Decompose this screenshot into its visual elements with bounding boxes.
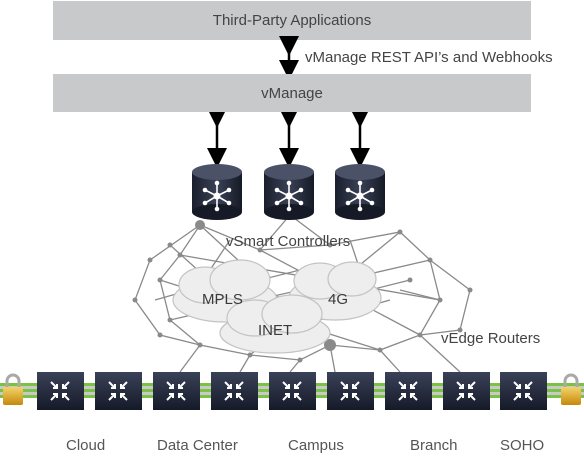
site-label-cloud: Cloud xyxy=(66,437,106,454)
vsmart-controller-3 xyxy=(335,164,385,220)
fourg-cloud xyxy=(288,261,382,321)
inet-label: INET xyxy=(258,322,293,339)
site-label-data-center: Data Center xyxy=(157,437,238,454)
site-label-branch: Branch xyxy=(410,437,458,454)
vedge-router-6 xyxy=(327,372,374,410)
vsmart-controller-1 xyxy=(192,164,242,220)
api-label: vManage REST API’s and Webhooks xyxy=(305,49,553,66)
vedge-router-4 xyxy=(211,372,258,410)
vsmart-controller-2 xyxy=(264,164,314,220)
vmanage-label: vManage xyxy=(261,84,323,102)
vedge-router-3 xyxy=(153,372,200,410)
site-label-soho: SOHO xyxy=(500,437,545,454)
vedge-routers-label: vEdge Routers xyxy=(441,330,541,347)
vsmart-controllers-label: vSmart Controllers xyxy=(226,233,351,250)
lock-icon-left xyxy=(3,373,23,405)
third-party-applications-bar: Third-Party Applications xyxy=(53,1,531,40)
vmanage-bar: vManage xyxy=(53,74,531,112)
mpls-cloud xyxy=(172,259,278,323)
lock-icon-right xyxy=(561,373,581,405)
vedge-router-2 xyxy=(95,372,142,410)
fourg-label: 4G xyxy=(328,291,349,308)
vedge-router-8 xyxy=(443,372,490,410)
site-label-campus: Campus xyxy=(288,437,344,454)
third-party-applications-label: Third-Party Applications xyxy=(212,12,372,29)
vedge-router-7 xyxy=(385,372,432,410)
vedge-router-5 xyxy=(269,372,316,410)
inet-cloud xyxy=(219,294,331,354)
vedge-router-9 xyxy=(500,372,547,410)
vedge-router-1 xyxy=(37,372,84,410)
mpls-label: MPLS xyxy=(202,291,243,308)
